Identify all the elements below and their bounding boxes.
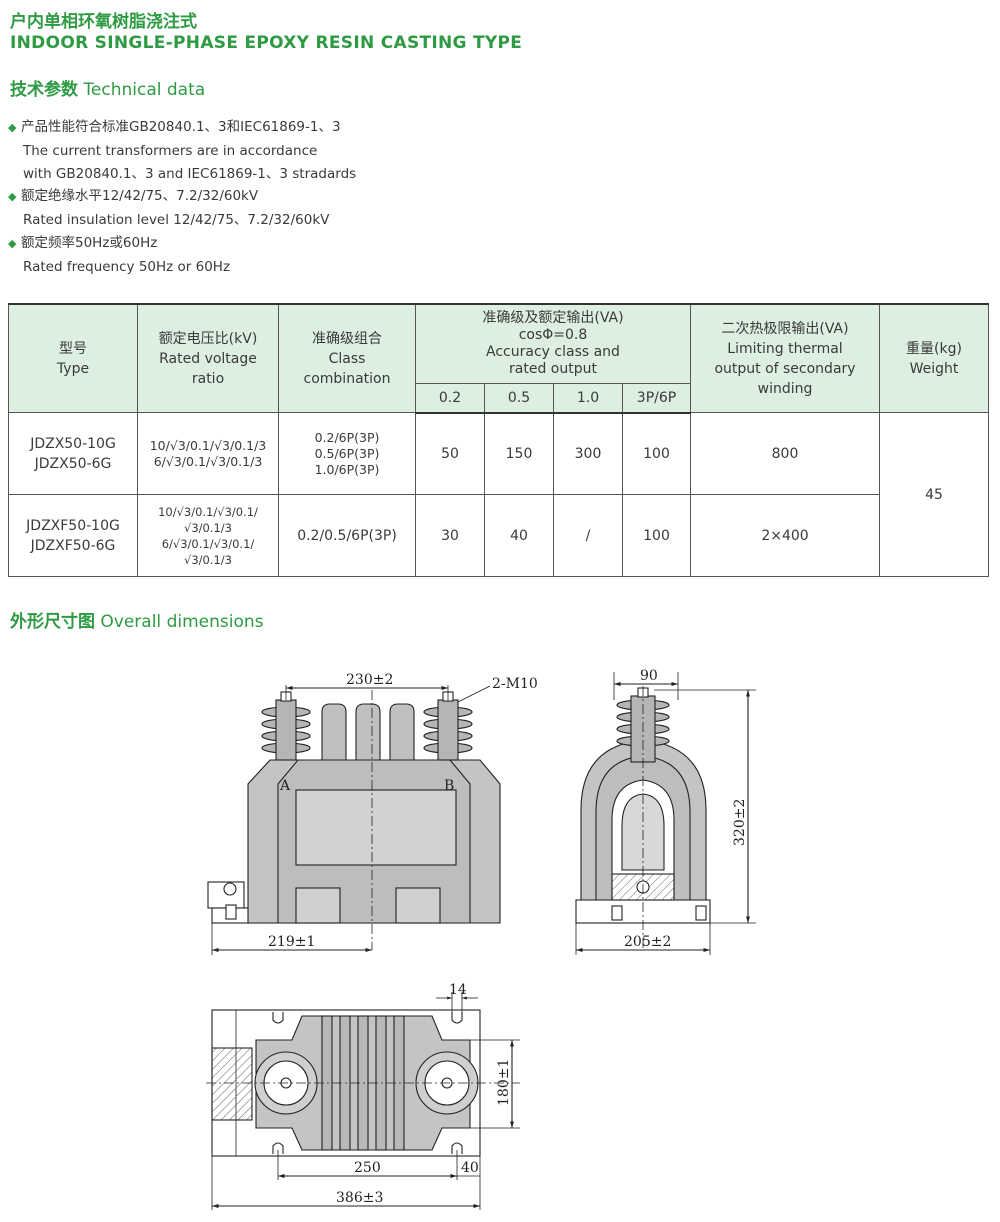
cell-limiting: 800 [690,412,880,495]
terminal-b-label: B [444,778,454,794]
dim-40: 40 [461,1160,479,1176]
terminal-a-label: A [279,778,291,794]
dim-219: 219±1 [268,934,315,950]
page-title-cn: 户内单相环氧树脂浇注式 [10,12,197,32]
section-technical-heading: 技术参数 Technical data [10,75,205,100]
bullet-text: Rated insulation level 12/42/75、7.2/32/6… [23,212,330,229]
cell-weight: 45 [879,412,989,577]
header-weight: 重量(kg)Weight [879,303,989,413]
page-title-en: INDOOR SINGLE-PHASE EPOXY RESIN CASTING … [10,33,523,53]
bullet-text: with GB20840.1、3 and IEC61869-1、3 strada… [23,165,357,182]
cell-output: 300 [553,412,623,495]
subheader-3p6p: 3P/6P [622,382,691,414]
dim-90: 90 [640,668,658,684]
top-view [206,992,520,1210]
dim-180: 180±1 [496,1059,512,1106]
cell-output: 40 [484,494,554,577]
side-view [575,672,756,955]
dim-250: 250 [354,1160,381,1176]
section-heading-cn: 外形尺寸图 [10,612,95,632]
dim-14: 14 [449,982,467,998]
technical-bullets: ◆ 产品性能符合标准GB20840.1、3和IEC61869-1、3 The cu… [8,116,356,279]
section-heading-en: Overall dimensions [100,612,264,632]
section-heading-cn: 技术参数 [10,80,78,100]
cell-output: 30 [415,494,485,577]
front-view [207,685,501,955]
section-heading-en: Technical data [83,80,206,100]
cell-output: 150 [484,412,554,495]
diamond-bullet-icon: ◆ [8,190,17,204]
bullet-text: 额定绝缘水平12/42/75、7.2/32/60kV [21,188,259,205]
bullet-text: Rated frequency 50Hz or 60Hz [23,258,231,275]
dim-230: 230±2 [346,672,393,688]
cell-output: / [553,494,623,577]
dimension-drawing: 230±2 2-M10 A B 219±1 90 320±2 205±2 [206,668,756,1210]
subheader-0-5: 0.5 [484,382,554,414]
subheader-0-2: 0.2 [415,382,485,414]
bullet-text: The current transformers are in accordan… [23,142,318,159]
cell-output: 100 [622,412,691,495]
section-dimensions-heading: 外形尺寸图 Overall dimensions [10,607,263,632]
cell-output: 50 [415,412,485,495]
diamond-bullet-icon: ◆ [8,121,17,134]
cell-class: 0.2/0.5/6P(3P) [278,494,416,577]
dim-205: 205±2 [624,934,671,950]
dim-386: 386±3 [336,1190,383,1206]
cell-output: 100 [622,494,691,577]
diamond-bullet-icon: ◆ [8,236,17,250]
subheader-1-0: 1.0 [553,382,623,414]
cell-class: 0.2/6P(3P)0.5/6P(3P)1.0/6P(3P) [278,412,416,495]
dim-m10: 2-M10 [492,676,538,692]
bullet-text: 额定频率50Hz或60Hz [21,234,158,251]
bullet-text: 产品性能符合标准GB20840.1、3和IEC61869-1、3 [21,119,341,135]
cell-limiting: 2×400 [690,494,880,577]
dim-320: 320±2 [732,799,748,846]
